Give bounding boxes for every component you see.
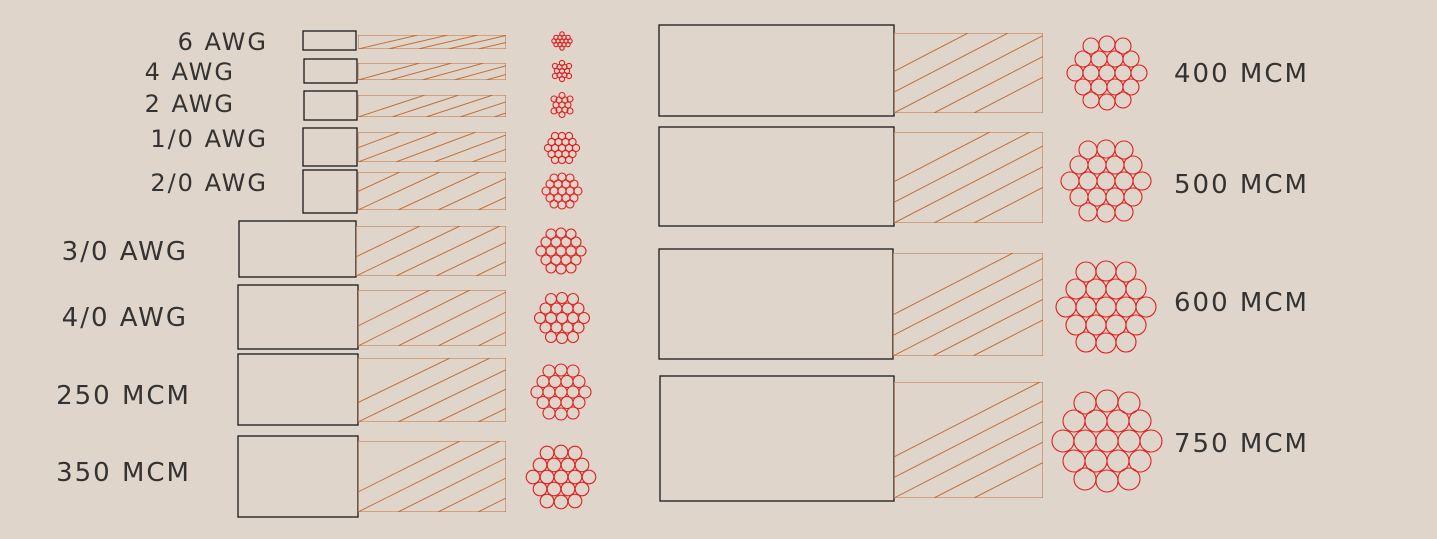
insulation-jacket — [303, 58, 358, 84]
insulation-jacket — [658, 126, 895, 227]
conductor-hatch — [356, 226, 506, 276]
conductor-hatch — [358, 63, 506, 80]
strand-bundle — [543, 131, 581, 165]
cable-label: 4/0 AWG — [62, 303, 188, 333]
strand-bundle — [535, 227, 587, 275]
strand-bundle — [1055, 260, 1157, 354]
cable-4-awg: 4 AWG — [145, 58, 573, 86]
conductor-hatch — [358, 358, 506, 422]
strand-bundle — [525, 444, 597, 510]
cable-label: 2 AWG — [145, 90, 235, 118]
cable-label: 500 MCM — [1174, 170, 1309, 200]
conductor-hatch — [358, 172, 506, 210]
insulation-jacket — [237, 353, 359, 426]
strand-bundle — [551, 31, 573, 51]
cable-label: 2/0 AWG — [150, 169, 268, 197]
cable-label: 6 AWG — [178, 28, 268, 56]
insulation-jacket — [658, 24, 895, 117]
cable-label: 4 AWG — [145, 58, 235, 86]
conductor-hatch — [358, 441, 506, 512]
insulation-jacket — [302, 127, 358, 167]
strand-bundle — [533, 291, 591, 345]
cable-label: 400 MCM — [1174, 59, 1309, 89]
conductor-hatch — [358, 95, 506, 117]
cable-6-awg: 6 AWG — [178, 28, 573, 56]
conductor-hatch — [894, 33, 1043, 113]
strand-bundle — [1066, 35, 1148, 111]
insulation-jacket — [303, 90, 358, 121]
cable-750-mcm: 750 MCM — [659, 375, 1309, 502]
cable-label: 750 MCM — [1174, 429, 1309, 459]
insulation-jacket — [237, 435, 359, 518]
strand-bundle — [551, 59, 573, 83]
insulation-jacket — [302, 30, 357, 51]
cable-3-0-awg: 3/0 AWG — [62, 220, 587, 278]
cable-label: 250 MCM — [56, 381, 191, 411]
cable-2-0-awg: 2/0 AWG — [150, 169, 583, 214]
insulation-jacket — [659, 375, 895, 502]
conductor-hatch — [358, 35, 506, 49]
conductor-hatch — [894, 382, 1043, 498]
cable-600-mcm: 600 MCM — [658, 248, 1309, 360]
strand-bundle — [550, 91, 574, 119]
cable-250-mcm: 250 MCM — [56, 353, 592, 426]
strand-bundle — [530, 363, 592, 421]
cable-500-mcm: 500 MCM — [658, 126, 1309, 227]
cable-4-0-awg: 4/0 AWG — [62, 284, 591, 350]
conductor-hatch — [358, 132, 506, 162]
cable-400-mcm: 400 MCM — [658, 24, 1309, 117]
conductor-hatch — [894, 132, 1043, 223]
strand-bundle — [1060, 139, 1152, 223]
cable-2-awg: 2 AWG — [145, 90, 574, 121]
insulation-jacket — [238, 220, 357, 278]
strand-bundle — [541, 172, 583, 210]
cable-label: 3/0 AWG — [62, 237, 188, 267]
cable-350-mcm: 350 MCM — [56, 435, 597, 518]
insulation-jacket — [237, 284, 359, 350]
insulation-jacket — [302, 169, 358, 214]
cable-1-0-awg: 1/0 AWG — [150, 125, 581, 167]
insulation-jacket — [658, 248, 894, 360]
conductor-hatch — [893, 253, 1043, 356]
conductor-hatch — [358, 290, 506, 346]
cable-label: 1/0 AWG — [150, 125, 268, 153]
cable-label: 350 MCM — [56, 458, 191, 488]
strand-bundle — [1051, 389, 1163, 493]
cable-label: 600 MCM — [1174, 288, 1309, 318]
